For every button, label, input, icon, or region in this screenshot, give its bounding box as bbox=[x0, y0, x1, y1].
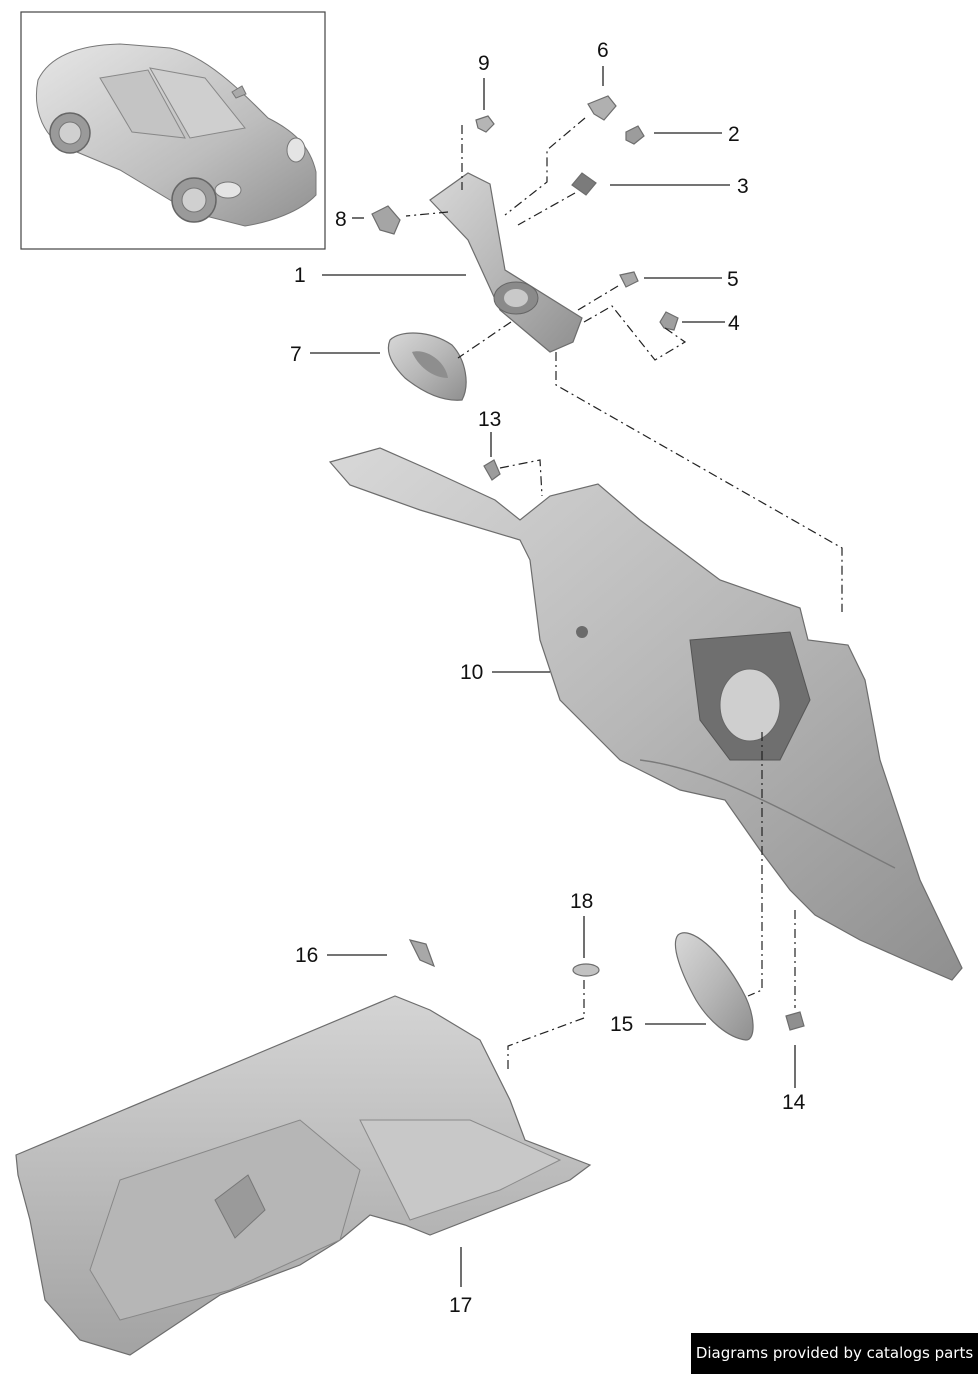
part-13-clip bbox=[483, 459, 501, 481]
part-1-upper-trim bbox=[429, 172, 583, 353]
callout-8: 8 bbox=[335, 208, 347, 231]
car-headlight bbox=[214, 181, 242, 199]
part-6-clip bbox=[587, 95, 617, 121]
callout-13: 13 bbox=[478, 408, 501, 431]
callout-3: 3 bbox=[737, 175, 749, 198]
callout-10: 10 bbox=[460, 661, 483, 684]
part-10-crease bbox=[639, 759, 896, 869]
callout-16: 16 bbox=[295, 944, 318, 967]
callout-18: 18 bbox=[570, 890, 593, 913]
part-7-recess bbox=[412, 351, 448, 378]
car-inset bbox=[20, 11, 326, 250]
car-mirror bbox=[231, 85, 247, 99]
part-2-clip bbox=[625, 125, 645, 145]
part-4-clip bbox=[659, 311, 679, 331]
car-side-window bbox=[99, 69, 186, 139]
part-8-bracket bbox=[371, 205, 401, 235]
callout-5: 5 bbox=[727, 268, 739, 291]
part-3-pad bbox=[571, 172, 597, 196]
part-10-speaker-hole bbox=[719, 668, 781, 742]
leader-lines bbox=[310, 66, 796, 1287]
part-5-push-pin bbox=[619, 271, 639, 288]
assembly-lines bbox=[405, 117, 843, 1072]
part-17-flap bbox=[214, 1174, 266, 1239]
car-headlight-right bbox=[286, 137, 306, 163]
callout-14: 14 bbox=[782, 1091, 806, 1114]
part-17-right-floor bbox=[359, 1119, 562, 1221]
callout-4: 4 bbox=[728, 312, 740, 335]
part-14-clip bbox=[785, 1011, 805, 1031]
part-16-clip bbox=[408, 939, 436, 968]
callout-labels: 1 2 3 4 5 6 7 8 9 10 13 14 15 16 17 18 bbox=[290, 39, 806, 1317]
car-rear-wheel-hub bbox=[58, 121, 82, 145]
part-17-trunk-liner bbox=[15, 995, 592, 1356]
part-10-side-panel bbox=[328, 447, 963, 981]
callout-2: 2 bbox=[728, 123, 740, 146]
car-windshield bbox=[149, 67, 246, 139]
part-9-screw bbox=[475, 115, 495, 133]
callout-9: 9 bbox=[478, 52, 490, 75]
part-7-cover bbox=[387, 332, 467, 401]
callout-15: 15 bbox=[610, 1013, 633, 1036]
callout-7: 7 bbox=[290, 343, 302, 366]
callout-1: 1 bbox=[294, 264, 306, 287]
part-10-small-hole bbox=[576, 626, 588, 638]
callout-6: 6 bbox=[597, 39, 609, 62]
callout-17: 17 bbox=[449, 1294, 472, 1317]
part-18-plug bbox=[572, 963, 600, 977]
watermark: Diagrams provided by catalogs parts bbox=[691, 1333, 978, 1374]
part-1-opening-inner bbox=[504, 289, 528, 307]
part-15-grille bbox=[674, 932, 754, 1041]
car-front-wheel-hub bbox=[181, 187, 207, 213]
